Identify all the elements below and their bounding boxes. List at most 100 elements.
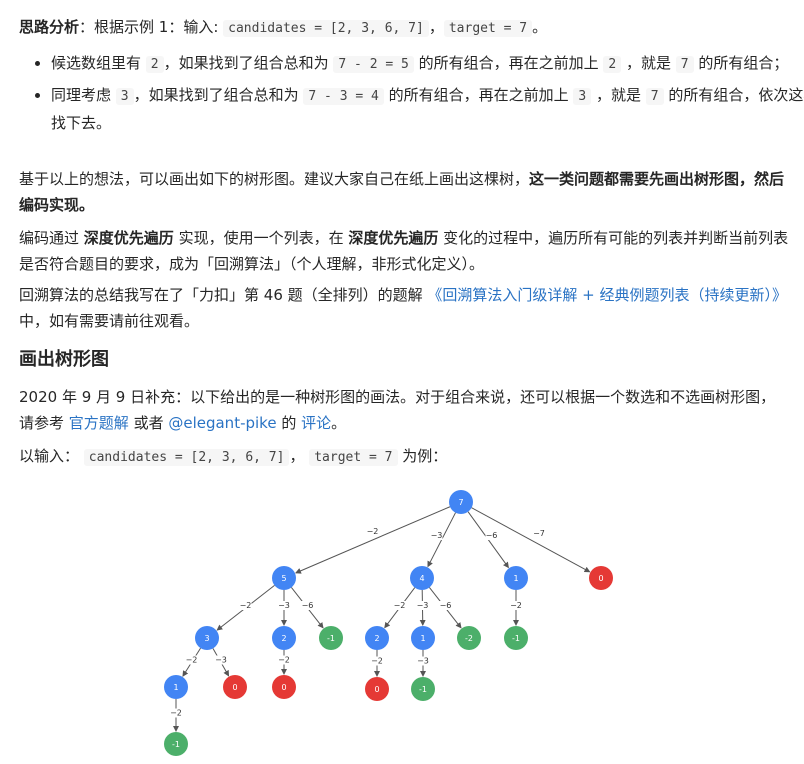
tree-node-label: 2: [281, 634, 286, 643]
tree-node: [449, 490, 473, 514]
text: 的所有组合，再在之前加上: [413, 54, 604, 72]
tree-node-label: 0: [281, 683, 286, 692]
tree-edge-label: −2: [240, 601, 252, 610]
tree-node: [504, 626, 528, 650]
text: 基于以上的想法，可以画出如下的树形图。建议大家自己在纸上画出这棵树，: [19, 170, 530, 188]
tree-node-label: 1: [513, 574, 518, 583]
tree-edge-label-bg: [301, 601, 314, 610]
tree-edge-label: −3: [278, 601, 290, 610]
comment-link[interactable]: 评论: [301, 414, 332, 432]
tree-edge-label: −7: [533, 529, 545, 538]
tree-node-label: 5: [281, 574, 286, 583]
inline-code: 7 - 2 = 5: [333, 56, 414, 73]
text: 中，如有需要请前往观看。: [19, 312, 200, 330]
tree-edge-label-bg: [185, 655, 198, 665]
tree-edge-label-bg: [416, 601, 429, 610]
text: 编码通过: [19, 229, 84, 247]
tree-edge-label: −6: [486, 531, 498, 540]
tree-node: [223, 675, 247, 699]
text: 或者: [128, 414, 169, 432]
tree-edge-label: −2: [186, 656, 198, 665]
intro-paragraph: 思路分析：根据示例 1：输入: candidates = [2, 3, 6, 7…: [19, 14, 547, 42]
tree-edge-label-bg: [439, 601, 452, 610]
tree-node-label: -2: [465, 634, 473, 643]
paragraph-tree-idea: 基于以上的想法，可以画出如下的树形图。建议大家自己在纸上画出这棵树，这一类问题都…: [19, 166, 789, 218]
tree-node-label: 0: [374, 685, 379, 694]
list-item: 候选数组里有 2，如果找到了组合总和为 7 - 2 = 5 的所有组合，再在之前…: [51, 50, 804, 78]
tree-node-label: -1: [512, 634, 520, 643]
tree-edge-label-bg: [510, 601, 522, 610]
tree-node: [410, 566, 434, 590]
user-mention-link[interactable]: @elegant-pike: [168, 414, 277, 432]
tree-node: [589, 566, 613, 590]
tree-edge-label-bg: [366, 527, 379, 536]
tree-edge-label: −6: [440, 601, 452, 610]
tree-edge-label-bg: [278, 655, 290, 665]
paragraph-summary: 回溯算法的总结我写在了「力扣」第 46 题（全排列）的题解 《回溯算法入门级详解…: [19, 282, 789, 334]
text: ，就是: [591, 86, 646, 104]
inline-code: 7: [645, 88, 664, 105]
bold-text: 深度优先遍历: [83, 229, 174, 247]
tree-node-label: 3: [204, 634, 209, 643]
inline-code: 7: [675, 56, 694, 73]
tree-edge-label: −2: [371, 657, 383, 666]
tree-node: [365, 626, 389, 650]
tree-edge-label: −2: [367, 527, 379, 536]
tree-edge-label: −6: [302, 601, 314, 610]
tree-edge-label: −2: [170, 709, 182, 718]
intro-bold: 思路分析: [19, 18, 80, 36]
text: 2020 年 9 月 9 日补充：以下给出的是一种树形图的画法。对于组合来说，还…: [19, 388, 776, 432]
tree-node-label: 0: [598, 574, 603, 583]
paragraph-dfs: 编码通过 深度优先遍历 实现，使用一个列表，在 深度优先遍历 变化的过程中，遍历…: [19, 225, 789, 277]
inline-code: 3: [573, 88, 592, 105]
tree-edge-label: −2: [394, 601, 406, 610]
tree-edge-label-bg: [170, 708, 182, 718]
official-solution-link[interactable]: 官方题解: [68, 414, 129, 432]
tree-node: [272, 626, 296, 650]
tree-node-label: 4: [419, 574, 424, 583]
inline-code: 7 - 3 = 4: [303, 88, 384, 105]
tree-node: [457, 626, 481, 650]
tree-edge-label-bg: [393, 601, 406, 610]
text: 回溯算法的总结我写在了「力扣」第 46 题（全排列）的题解: [19, 286, 428, 304]
tree-edge: [295, 506, 451, 574]
bold-text: 深度优先遍历: [348, 229, 439, 247]
inline-code-target: target = 7: [443, 20, 533, 37]
tree-node: [164, 675, 188, 699]
list-item: 同理考虑 3，如果找到了组合总和为 7 - 3 = 4 的所有组合，再在之前加上…: [51, 82, 804, 136]
tree-node: [504, 566, 528, 590]
text: 实现，使用一个列表，在: [173, 229, 349, 247]
backtracking-guide-link[interactable]: 《回溯算法入门级详解 + 经典例题列表（持续更新）》: [427, 286, 788, 304]
text: ，如果找到了组合总和为: [163, 54, 334, 72]
inline-code: 2: [145, 56, 164, 73]
bullet-list: 候选数组里有 2，如果找到了组合总和为 7 - 2 = 5 的所有组合，再在之前…: [19, 50, 804, 140]
tree-edge-label: −3: [417, 601, 429, 610]
section-heading: 画出树形图: [19, 349, 109, 370]
tree-edge-label-bg: [533, 529, 545, 538]
tree-node: [319, 626, 343, 650]
tree-node-label: -1: [172, 740, 180, 749]
text: 的所有组合；: [693, 54, 789, 72]
tree-edge: [471, 507, 591, 573]
tree-node-label: 1: [420, 634, 425, 643]
tree-node: [411, 677, 435, 701]
text: ，就是: [621, 54, 676, 72]
inline-code-candidates: candidates = [2, 3, 6, 7]: [223, 20, 429, 37]
intro-sep: ，: [428, 18, 444, 36]
tree-node-label: 0: [232, 683, 237, 692]
tree-edge-label: −2: [278, 656, 290, 665]
inline-code-target: target = 7: [309, 449, 398, 466]
text: 的: [276, 414, 302, 432]
tree-node-label: 7: [458, 498, 463, 507]
text: 为例：: [397, 447, 448, 465]
tree-edge-label-bg: [215, 655, 227, 665]
bold-text: 这一类问题都需要先画出树形图，然后编码实现。: [19, 170, 785, 214]
inline-code: 3: [115, 88, 134, 105]
text: ，如果找到了组合总和为: [133, 86, 304, 104]
tree-node-label: -1: [419, 685, 427, 694]
tree-edge-label-bg: [371, 656, 383, 666]
text: 变化的过程中，遍历所有可能的列表并判断当前列表是否符合题目的要求，成为「回溯算法…: [19, 229, 789, 273]
tree-node-label: -1: [327, 634, 335, 643]
tree-edge-label-bg: [239, 601, 252, 610]
